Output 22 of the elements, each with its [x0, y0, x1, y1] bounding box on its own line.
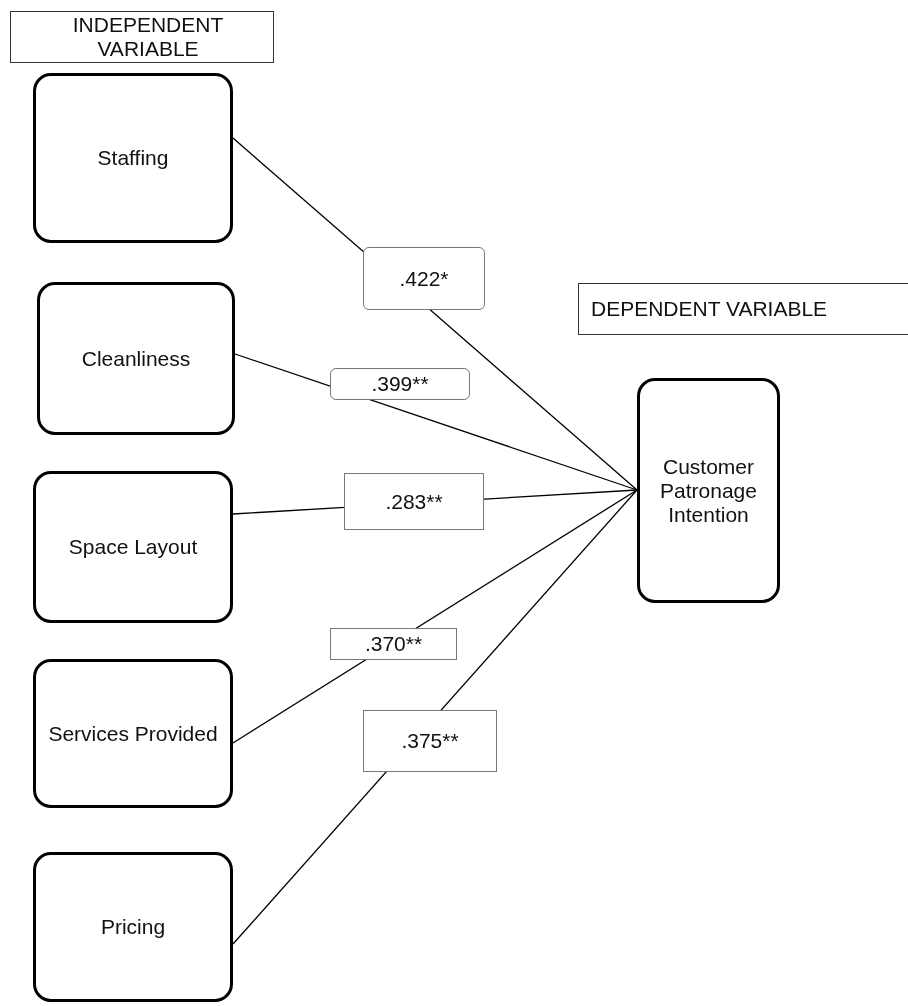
node-text: Staffing — [97, 146, 169, 170]
variable-box — [33, 659, 233, 808]
edge-label: .375** — [363, 710, 497, 772]
node-text: DEPENDENT VARIABLE — [591, 297, 828, 321]
variable-box — [33, 852, 233, 1002]
connector-line — [234, 353, 638, 491]
node-text: INDEPENDENT VARIABLE — [71, 13, 225, 61]
heading-box — [578, 283, 908, 335]
node-text: Pricing — [100, 915, 166, 939]
node-text: Space Layout — [68, 535, 198, 559]
variable-box — [33, 471, 233, 623]
edge-label: .422* — [363, 247, 485, 310]
edge-label: .399** — [330, 368, 470, 400]
node-text: Services Provided — [48, 721, 218, 746]
edge-label: .370** — [330, 628, 457, 660]
node-text: Cleanliness — [81, 346, 191, 371]
edge-label: .283** — [344, 473, 484, 530]
variable-box — [637, 378, 780, 603]
heading-box — [10, 11, 274, 63]
variable-box — [37, 282, 235, 435]
variable-box — [33, 73, 233, 243]
node-text: Customer Patronage Intention — [659, 454, 758, 527]
